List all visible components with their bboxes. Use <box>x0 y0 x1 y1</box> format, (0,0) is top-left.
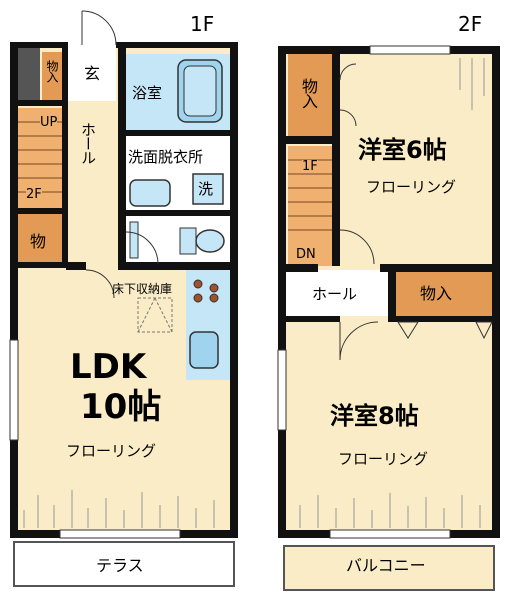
windows-1f <box>9 339 181 539</box>
doors-1f <box>81 10 159 299</box>
storage-right-label: 物入 <box>420 284 453 303</box>
terrace-area <box>13 541 235 587</box>
ldk-floor-type: フローリング <box>66 442 157 460</box>
room2-floor-type: フローリング <box>338 450 429 468</box>
bath-label: 浴室 <box>132 84 163 102</box>
stairs-up-label: UP <box>40 115 58 130</box>
entrance-label: 玄 <box>84 64 101 83</box>
washer-box <box>192 173 224 205</box>
hall-area-2f <box>286 270 392 316</box>
stove <box>193 279 219 303</box>
balcony-label: バルコニー <box>346 556 426 575</box>
floor-label-2f: 2F <box>458 12 483 36</box>
storage-right-area <box>396 270 492 316</box>
storage-area-1f <box>14 214 66 264</box>
underfloor-storage-box <box>137 297 173 333</box>
ldk-size: 10帖 <box>80 387 162 427</box>
floor-label-1f: 1F <box>190 12 215 36</box>
washroom-label: 洗面脱衣所 <box>128 148 204 166</box>
terrace-label: テラス <box>96 556 144 575</box>
storage-left-area <box>288 54 332 136</box>
kitchen-sink <box>189 331 219 369</box>
storage-label-1f: 物 <box>30 232 47 251</box>
ldk-name: LDK <box>70 347 147 387</box>
first-floor-plan <box>9 10 238 587</box>
entrance-area <box>68 45 116 101</box>
storage-small-label: 物入 <box>45 60 59 82</box>
balcony-area <box>283 545 495 591</box>
dark-closet <box>14 45 40 103</box>
hall-label-2f: ホール <box>312 285 358 303</box>
doors-2f <box>339 63 379 361</box>
stairs-2f-label: 2F <box>26 187 42 202</box>
hall-label-1f: ホール <box>79 122 97 164</box>
wash-basin <box>129 179 171 207</box>
room1-name: 洋室6帖 <box>358 136 447 164</box>
storage-left-label: 物入 <box>299 78 318 108</box>
stairs-down-label: DN <box>296 247 316 262</box>
room2-name: 洋室8帖 <box>330 402 419 430</box>
second-floor-plan <box>277 45 500 591</box>
room1-floor-type: フローリング <box>366 178 457 196</box>
windows-2f <box>277 45 451 539</box>
toilet-bowl <box>195 229 225 253</box>
stairs-1f-label: 1F <box>302 159 318 174</box>
underfloor-storage-label: 床下収納庫 <box>112 282 173 296</box>
washer-label: 洗 <box>198 180 214 198</box>
